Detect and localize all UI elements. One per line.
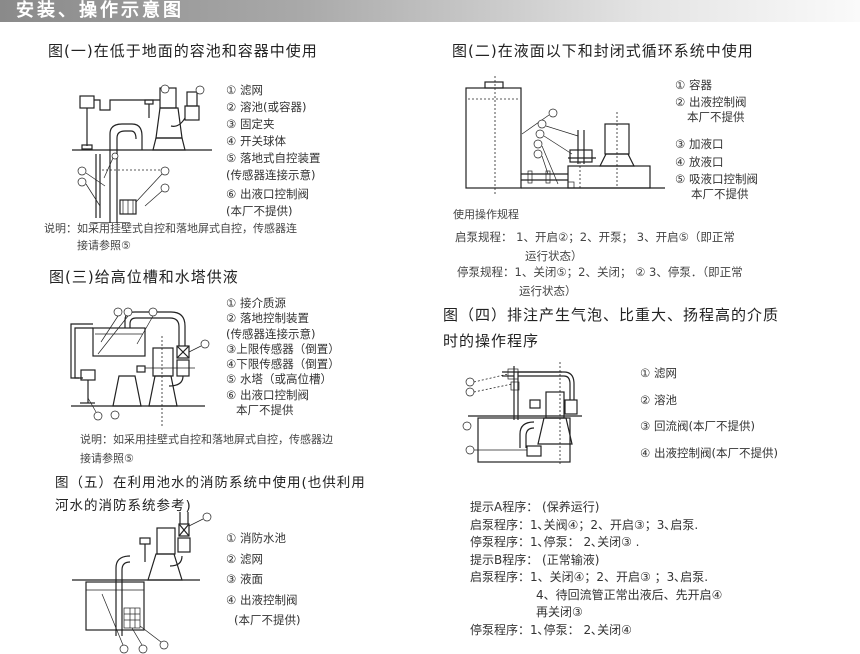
fig4-legend-item: ④ 出液控制阀(本厂不提供): [640, 445, 778, 460]
fig3-legend-item: ⑥ 出液口控制阀: [226, 387, 309, 402]
fig2-legend-item: ③ 加液口: [675, 136, 724, 151]
fig3-legend-item: ① 接介质源: [226, 296, 286, 310]
fig5-diagram: [72, 512, 212, 654]
fig3-diagram: [70, 307, 210, 426]
fig1-legend-item: (本厂不提供): [226, 204, 293, 218]
fig3-legend-item: ③上限传感器（倒置）: [226, 341, 340, 356]
fig4-procedure-line: 停泵程序：1､停泵： 2､关闭③ .: [470, 535, 640, 549]
fig5-legend-item: ④ 出液控制阀: [226, 592, 298, 607]
fig4-procedure-line: 停泵程序：1､停泵： 2､关闭④: [470, 622, 632, 637]
fig3-legend: ① 接介质源 ② 落地控制装置 (传感器连接示意) ③上限传感器（倒置） ④下限…: [226, 296, 340, 418]
fig2-legend-item: ① 容器: [675, 78, 712, 92]
fig2-diagram: [465, 76, 665, 194]
fig2-start-line: 运行状态）: [525, 249, 583, 263]
fig2-legend-item: ② 出液控制阀: [675, 94, 747, 109]
fig1-title: 图(一)在低于地面的容池和容器中使用: [48, 42, 318, 60]
fig5-legend-item: ① 消防水池: [226, 531, 286, 545]
fig4-legend-item: ① 滤网: [640, 366, 677, 380]
fig1-legend-item: ② 溶池(或容器): [226, 100, 307, 114]
fig5-legend-item: ② 滤网: [226, 551, 263, 566]
fig5-title: 图（五）在利用池水的消防系统中使用(也供利用 河水的消防系统参考): [55, 472, 366, 518]
fig5-legend: ① 消防水池 ② 滤网 ③ 液面 ④ 出液控制阀 (本厂不提供): [226, 528, 300, 631]
fig2-stop-line: 运行状态）: [519, 284, 577, 298]
section-header-title: 安装、操作示意图: [16, 0, 184, 21]
fig4-diagram: [462, 362, 582, 466]
fig4-legend: ① 滤网 ② 溶池 ③ 回流阀(本厂不提供) ④ 出液控制阀(本厂不提供): [640, 360, 778, 466]
fig5-title-line: 图（五）在利用池水的消防系统中使用(也供利用: [55, 475, 366, 491]
fig4-title-line: 图（四）排注产生气泡、比重大、扬程高的介质: [443, 306, 780, 324]
fig3-title: 图(三)给高位槽和水塔供液: [49, 268, 239, 286]
fig4-procedure-line: 再关闭③: [536, 605, 583, 619]
fig2-legend-item: 本厂不提供: [691, 186, 749, 201]
fig3-note-line: 说明：如采用挂壁式自控和落地屏式自控，传感器边: [80, 433, 333, 446]
fig3-legend-item: ② 落地控制装置: [226, 311, 309, 326]
section-header-bar: 安装、操作示意图: [0, 0, 860, 22]
fig3-legend-item: ⑤ 水塔（或高位槽）: [226, 372, 332, 387]
fig2-stop-line: 停泵规程：1、关闭⑤；2、关闭； ② 3、停泵．（即正常: [457, 265, 743, 279]
fig4-procedure-line: 启泵程序：1、关闭④；2、开启③ ；3､启泵.: [470, 570, 709, 584]
fig1-legend-item: ⑤ 落地式自控装置: [226, 151, 321, 165]
fig4-procedures: 提示A程序： (保养运行) 启泵程序：1､关阀④；2、开启③；3､启泵. 停泵程…: [470, 499, 722, 639]
fig3-legend-item: ④下限传感器（倒置）: [226, 357, 340, 372]
fig4-procedure-line: 提示B程序： (正常输液): [470, 552, 600, 567]
fig2-legend-item: ⑤ 吸液口控制阀: [675, 171, 758, 186]
fig4-legend-item: ② 溶池: [640, 392, 677, 407]
fig1-legend-item: ③ 固定夹: [226, 117, 275, 131]
fig3-note-line: 接请参照⑤: [80, 452, 134, 465]
fig1-note-line: 接请参照⑤: [77, 239, 131, 252]
fig2-legend: ① 容器 ② 出液控制阀 本厂不提供 ③ 加液口 ④ 放液口 ⑤ 吸液口控制阀 …: [675, 76, 758, 202]
fig1-note-line: 说明：如采用挂壁式自控和落地屏式自控，传感器连: [44, 222, 297, 235]
fig3-note: 说明：如采用挂壁式自控和落地屏式自控，传感器边 接请参照⑤: [80, 430, 333, 468]
fig1-legend-item: ⑥ 出液口控制阀: [226, 187, 309, 201]
fig2-legend-item: ④ 放液口: [675, 155, 724, 169]
fig4-title-line: 时的操作程序: [443, 332, 540, 350]
fig2-stop-rules: 停泵规程：1、关闭⑤；2、关闭； ② 3、停泵．（即正常 运行状态）: [457, 263, 743, 301]
fig4-procedure-line: 启泵程序：1､关阀④；2、开启③；3､启泵.: [470, 517, 699, 532]
fig3-legend-item: 本厂不提供: [236, 403, 294, 418]
fig1-legend-item: ④ 开关球体: [226, 134, 286, 148]
fig1-legend: ① 滤网 ② 溶池(或容器) ③ 固定夹 ④ 开关球体 ⑤ 落地式自控装置 (传…: [226, 82, 320, 220]
fig4-procedure-line: 提示A程序： (保养运行): [470, 500, 600, 514]
fig3-legend-item: (传感器连接示意): [226, 326, 316, 341]
fig2-start-rules: 启泵规程： 1、开启②；2、开泵； 3、开启⑤（即正常 运行状态）: [455, 228, 735, 266]
fig5-title-line: 河水的消防系统参考): [55, 498, 192, 514]
fig2-start-line: 启泵规程： 1、开启②；2、开泵； 3、开启⑤（即正常: [455, 230, 735, 244]
fig1-legend-item: (传感器连接示意): [226, 168, 316, 182]
fig4-legend-item: ③ 回流阀(本厂不提供): [640, 419, 755, 433]
fig5-legend-item: (本厂不提供): [234, 613, 301, 627]
fig5-legend-item: ③ 液面: [226, 572, 263, 586]
fig2-title: 图(二)在液面以下和封闭式循环系统中使用: [452, 42, 754, 60]
fig2-legend-item: 本厂不提供: [687, 109, 745, 124]
fig1-note: 说明：如采用挂壁式自控和落地屏式自控，传感器连 接请参照⑤: [44, 220, 297, 254]
fig2-rules-title: 使用操作规程: [453, 208, 519, 221]
fig1-diagram: [72, 84, 212, 223]
fig4-title: 图（四）排注产生气泡、比重大、扬程高的介质 时的操作程序: [443, 302, 779, 354]
fig1-legend-item: ① 滤网: [226, 83, 263, 97]
fig4-procedure-line: 4、待回流管正常出液后、先开启④: [536, 587, 723, 602]
